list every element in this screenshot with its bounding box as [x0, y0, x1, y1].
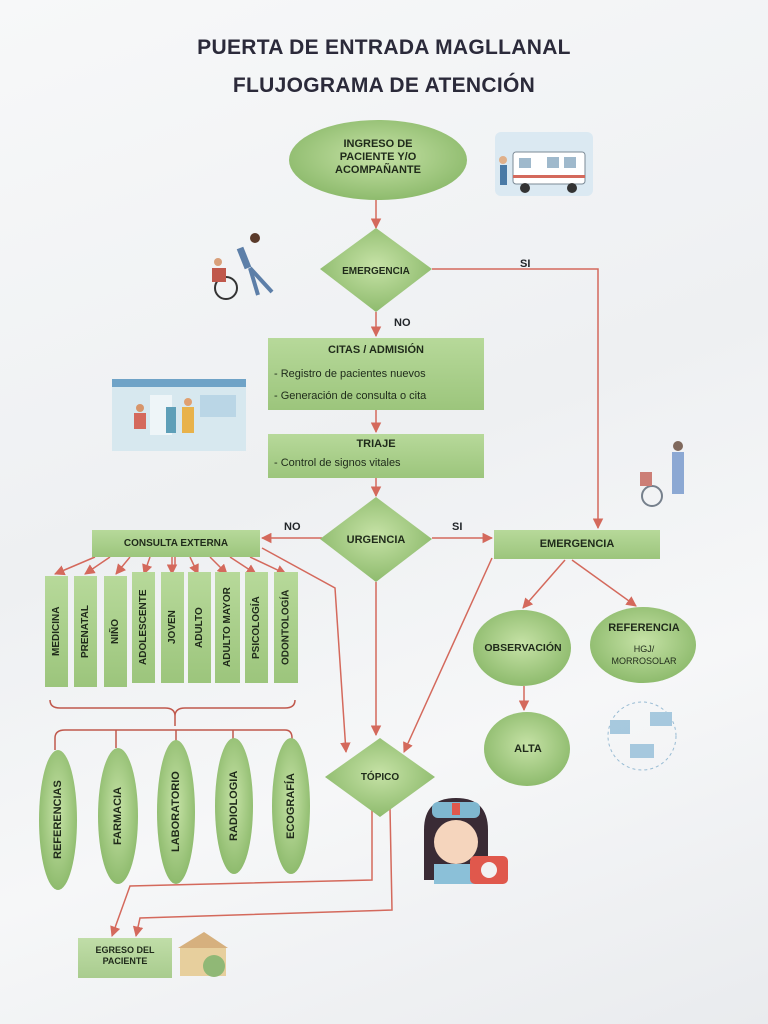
- clinic-scene-icon: [112, 379, 246, 451]
- service-radiologia: RADIOLOGIA: [228, 770, 240, 842]
- citas-title: CITAS / ADMISIÓN: [328, 344, 424, 356]
- service-pills: [39, 738, 310, 890]
- triaje-box: [268, 434, 484, 478]
- nurse-icon: [424, 798, 508, 884]
- connectors: [54, 198, 637, 938]
- wheelchair-person-icon: [212, 233, 274, 300]
- specialty-adolescente: ADOLESCENTE: [138, 589, 149, 666]
- topico-label: TÓPICO: [360, 772, 400, 783]
- network-icon: [607, 701, 677, 771]
- edge-label-no-left: NO: [284, 521, 301, 533]
- house-icon: [178, 932, 228, 977]
- ambulance-icon: [495, 132, 593, 196]
- title-line-1: PUERTA DE ENTRADA MAGLLANAL: [197, 36, 571, 59]
- alta-node: [484, 712, 570, 786]
- ingreso-label: INGRESO DE PACIENTE Y/O ACOMPAÑANTE: [335, 138, 421, 176]
- specialty-adulto-mayor: ADULTO MAYOR: [222, 587, 233, 668]
- service-referencias: REFERENCIAS: [52, 780, 64, 860]
- service-laboratorio: LABORATORIO: [170, 771, 182, 853]
- specialty-boxes: [45, 572, 298, 687]
- service-ecografia: ECOGRAFÍA: [285, 773, 297, 839]
- consulta-externa-box: [92, 530, 260, 557]
- citas-box: [268, 338, 484, 410]
- egreso-label: EGRESO DEL PACIENTE: [95, 945, 155, 966]
- emergencia-decision-label: EMERGENCIA: [342, 266, 410, 277]
- referencia-sub-label: HGJ/ MORROSOLAR: [611, 644, 677, 666]
- emergencia-decision-node: [320, 228, 432, 312]
- citas-item-1: - Registro de pacientes nuevos: [274, 368, 426, 380]
- specialty-medicina: MEDICINA: [51, 606, 62, 657]
- specialty-odontologia: ODONTOLOGÍA: [280, 589, 292, 666]
- title-line-2: FLUJOGRAMA DE ATENCIÓN: [232, 74, 536, 97]
- triaje-item-1: - Control de signos vitales: [274, 457, 401, 469]
- specialty-psicologia: PSICOLOGÍA: [251, 596, 262, 659]
- ingreso-node: [289, 120, 467, 200]
- specialty-prenatal: PRENATAL: [80, 605, 91, 658]
- consulta-externa-label: CONSULTA EXTERNA: [123, 538, 229, 549]
- topico-node: [325, 738, 435, 817]
- specialty-nino: NIÑO: [110, 619, 121, 644]
- egreso-box: [78, 938, 172, 978]
- urgencia-decision-node: [320, 497, 432, 582]
- citas-item-2: - Generación de consulta o cita: [274, 390, 427, 402]
- alta-label: ALTA: [514, 743, 542, 755]
- emergencia-box-label: EMERGENCIA: [539, 538, 615, 550]
- edge-label-no-top: NO: [394, 317, 411, 329]
- emergencia-box: [494, 530, 660, 559]
- specialties-bracket: [49, 699, 296, 750]
- referencia-node: [590, 607, 696, 683]
- observacion-node: [473, 610, 571, 686]
- specialty-joven: JOVEN: [167, 610, 178, 645]
- edge-label-si-top: SI: [520, 258, 531, 270]
- urgencia-label: URGENCIA: [346, 534, 406, 546]
- wheelchair-right-icon: [640, 441, 684, 507]
- service-farmacia: FARMACIA: [112, 786, 124, 846]
- referencia-label: REFERENCIA: [608, 622, 680, 634]
- observacion-label: OBSERVACIÓN: [484, 642, 562, 654]
- specialty-adulto: ADULTO: [194, 607, 205, 648]
- triaje-title: TRIAJE: [356, 438, 396, 450]
- edge-label-si-right: SI: [452, 521, 463, 533]
